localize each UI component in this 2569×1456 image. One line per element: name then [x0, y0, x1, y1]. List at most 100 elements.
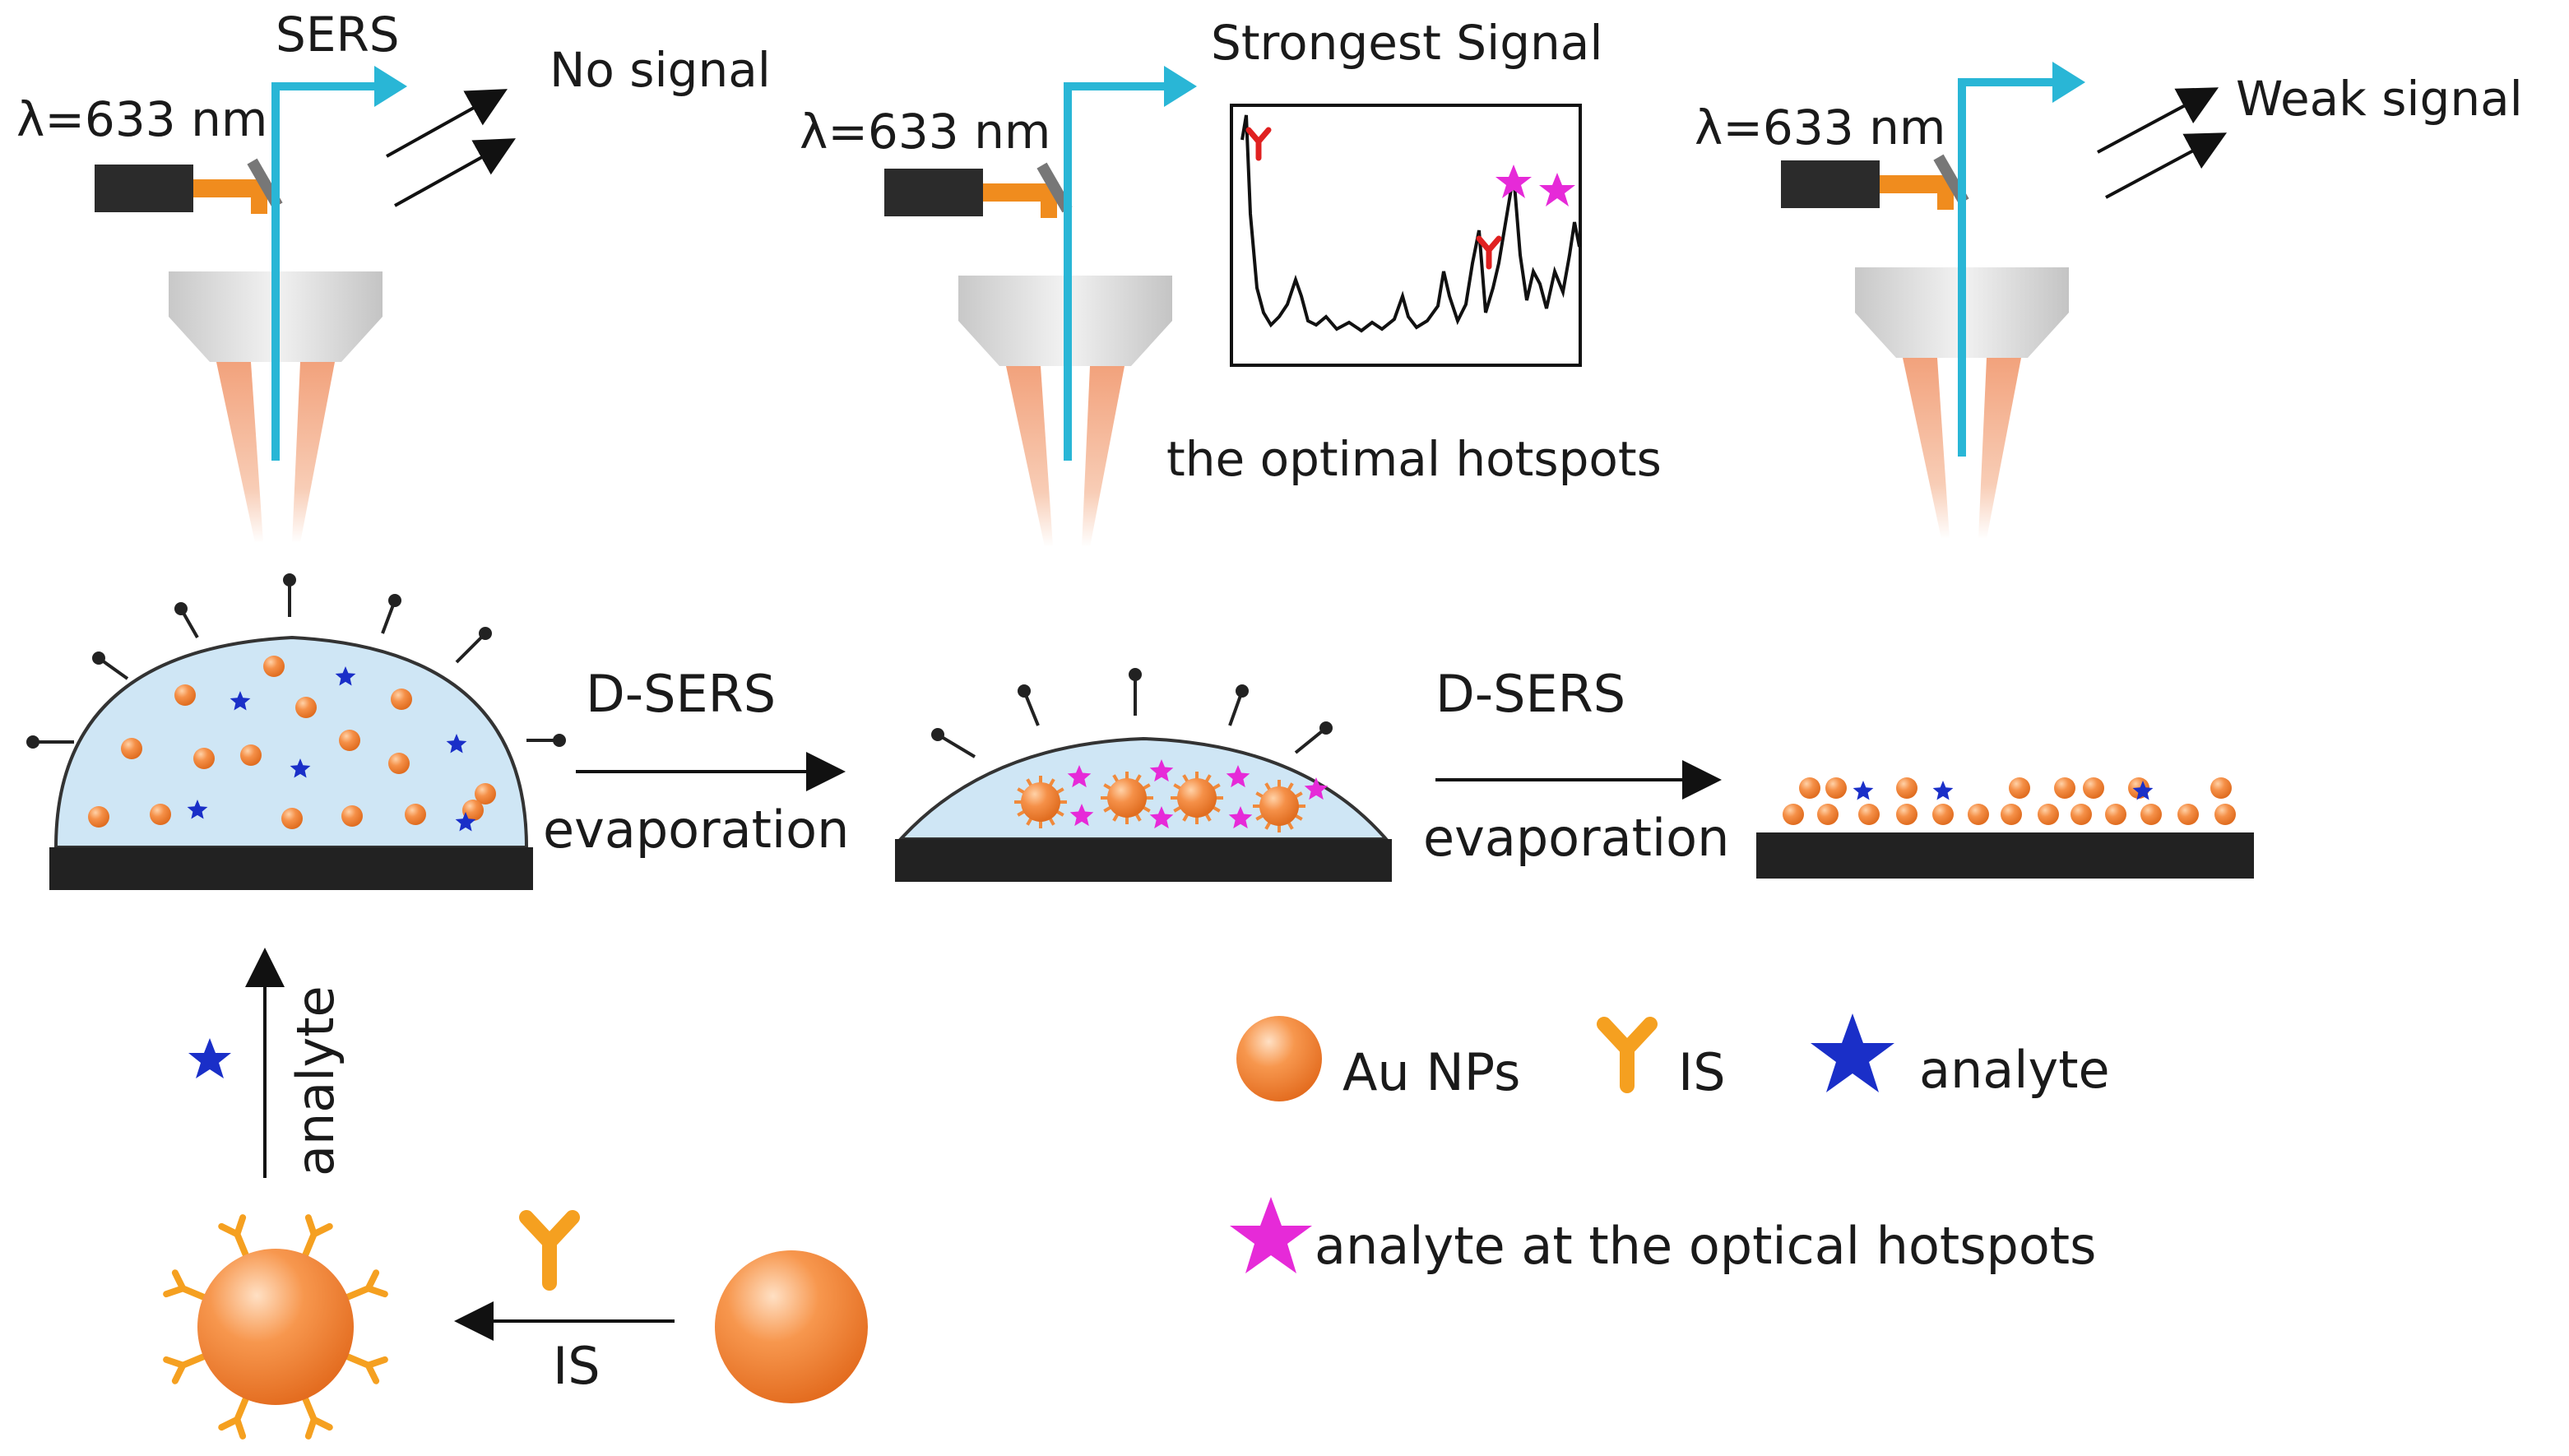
droplet-stage-1 — [26, 573, 566, 890]
middle-optics-setup — [884, 66, 1197, 548]
droplet-2-hotspot-clusters — [1014, 759, 1329, 832]
is-arm — [218, 1395, 249, 1440]
droplet-1-au-np — [295, 697, 317, 718]
dried-au-np-bottom — [1968, 804, 1989, 825]
spectrum-inset-icon — [1230, 104, 1582, 367]
dried-au-np-top — [2054, 777, 2075, 799]
dried-au-np-bottom — [1932, 804, 1954, 825]
legend-analyte-label: analyte — [1919, 1040, 2110, 1100]
legend-hotspot-label: analyte at the optical hotspots — [1315, 1216, 2096, 1276]
dried-au-np-top — [1799, 777, 1820, 799]
legend: Au NPs IS analyte analyte at the optical… — [1230, 1013, 2110, 1276]
middle-wavelength-label: λ=633 nm — [800, 104, 1050, 160]
prep-is-label: IS — [553, 1336, 601, 1396]
dried-au-np-bottom — [1858, 804, 1880, 825]
dried-nanoparticles — [1783, 777, 2236, 825]
step-2-bottom-label: evaporation — [1423, 808, 1729, 868]
droplet-2-hotspot-star — [1149, 806, 1174, 829]
droplet-1-analyte-star — [455, 812, 476, 832]
droplet-2-evaporation-ticks — [931, 668, 1333, 758]
droplet-1-analyte-star — [230, 691, 251, 711]
dried-substrate — [1756, 832, 2254, 879]
droplet-1-au-np — [388, 753, 410, 774]
droplet-1-au-np — [174, 684, 196, 706]
middle-strongest-signal-title: Strongest Signal — [1211, 15, 1602, 71]
droplet-1-evaporation-ticks — [26, 573, 566, 749]
droplet-2-hotspot-star — [1149, 759, 1174, 782]
droplet-2-hotspot-star — [1228, 806, 1253, 829]
droplet-1-substrate — [49, 847, 533, 890]
dried-au-np-top — [2009, 777, 2030, 799]
droplet-1-au-np — [263, 656, 285, 677]
dried-analyte-star — [2132, 781, 2154, 800]
dried-au-np-bottom — [2140, 804, 2162, 825]
right-result-label: Weak signal — [2236, 71, 2523, 127]
droplet-1-au-np — [150, 804, 171, 825]
droplet-1-au-np — [475, 783, 496, 805]
droplet-1-analyte-stars — [187, 666, 476, 832]
right-optics-setup — [1781, 62, 2228, 540]
is-arm — [163, 1353, 207, 1384]
dried-au-np-top — [1825, 777, 1847, 799]
dried-analyte-star — [1853, 781, 1874, 800]
left-wavelength-label: λ=633 nm — [16, 91, 267, 147]
is-arm — [218, 1214, 249, 1259]
legend-au-np-icon — [1236, 1016, 1322, 1101]
droplet-stage-2 — [895, 668, 1392, 882]
bare-au-nanoparticle-icon — [715, 1250, 868, 1403]
dried-au-np-top — [1896, 777, 1917, 799]
dried-stage-3 — [1756, 777, 2254, 879]
droplet-1-analyte-star — [335, 666, 356, 686]
is-arm — [302, 1214, 333, 1259]
droplet-2-substrate — [895, 839, 1392, 882]
dried-analyte-stars — [1853, 781, 2154, 800]
droplet-1-analyte-star — [290, 758, 311, 778]
prep-analyte-star-icon — [188, 1038, 231, 1078]
left-signal-arrow-1 — [386, 89, 508, 158]
spectrum-is-marker-2 — [1476, 235, 1502, 270]
left-laser-objective-icon — [95, 158, 383, 544]
left-optics-setup — [95, 66, 516, 544]
droplet-1-analyte-star — [187, 800, 208, 819]
droplet-2-hotspot-star — [1067, 765, 1092, 788]
dried-au-np-bottom — [2071, 804, 2092, 825]
left-beam-line — [271, 82, 383, 461]
dried-au-np-bottom — [1817, 804, 1839, 825]
middle-caption-label: the optimal hotspots — [1166, 431, 1662, 487]
right-signal-arrow-1 — [2097, 87, 2219, 154]
step-1-top-label: D-SERS — [586, 664, 776, 724]
droplet-1-au-np — [341, 805, 363, 827]
dried-au-np-top — [2210, 777, 2232, 799]
droplet-1-au-np — [281, 808, 303, 829]
left-beam-arrowhead — [374, 66, 407, 107]
legend-au-nps-label: Au NPs — [1342, 1042, 1520, 1102]
dried-au-np-bottom — [2001, 804, 2022, 825]
droplet-2-hotspot-star — [1069, 804, 1094, 827]
droplet-2-hotspot-star — [1304, 777, 1329, 800]
legend-analyte-star-icon — [1811, 1013, 1894, 1092]
right-beam-arrowhead — [2052, 62, 2085, 103]
dried-au-np-bottom — [1783, 804, 1804, 825]
legend-is-label: IS — [1678, 1042, 1726, 1102]
droplet-1-au-np — [121, 738, 142, 759]
droplet-1-au-np — [193, 748, 215, 769]
droplet-1-dome — [53, 635, 529, 849]
droplet-1-au-np — [88, 806, 109, 828]
spectrum-frame — [1230, 104, 1582, 367]
is-arm — [163, 1269, 207, 1301]
is-functionalized-nanoparticle-icon — [163, 1214, 388, 1440]
spectrum-hotspot-star-1 — [1495, 165, 1532, 198]
is-arm — [344, 1353, 388, 1384]
dried-au-np-bottom — [2038, 804, 2059, 825]
legend-is-icon — [1597, 1017, 1658, 1093]
left-result-label: No signal — [550, 42, 771, 98]
spectrum-trace — [1240, 114, 1581, 333]
right-beam-line — [1958, 78, 2061, 457]
hotspot-cluster-au-np — [1107, 778, 1147, 818]
right-signal-arrow-2 — [2105, 132, 2228, 199]
hotspot-cluster-au-np — [1177, 778, 1217, 818]
droplet-1-nanoparticles — [88, 656, 496, 829]
step-1-bottom-label: evaporation — [543, 800, 849, 860]
middle-beam-line — [1064, 82, 1172, 461]
